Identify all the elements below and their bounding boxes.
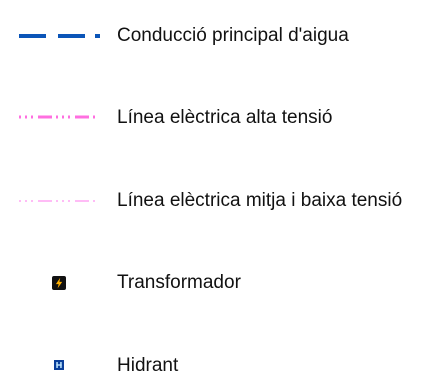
low-voltage-line-symbol <box>19 200 95 202</box>
legend-item-water-main: Conducció principal d'aigua <box>0 16 441 56</box>
legend-item-hydrant: Hidrant <box>0 346 441 386</box>
water-main-line-symbol <box>19 34 100 38</box>
legend-label-hydrant: Hidrant <box>117 355 179 376</box>
legend-item-low-voltage: Línea elèctrica mitja i baixa tensió <box>0 181 441 221</box>
legend-label-water-main: Conducció principal d'aigua <box>117 25 349 46</box>
legend-item-transformer: Transformador <box>0 263 441 303</box>
legend-label-transformer: Transformador <box>117 272 241 293</box>
legend-label-low-voltage: Línea elèctrica mitja i baixa tensió <box>117 190 403 211</box>
transformer-icon <box>52 276 66 290</box>
legend-item-high-voltage: Línea elèctrica alta tensió <box>0 98 441 138</box>
hydrant-icon <box>54 360 64 370</box>
high-voltage-line-symbol <box>19 115 95 119</box>
legend-label-high-voltage: Línea elèctrica alta tensió <box>117 107 333 128</box>
